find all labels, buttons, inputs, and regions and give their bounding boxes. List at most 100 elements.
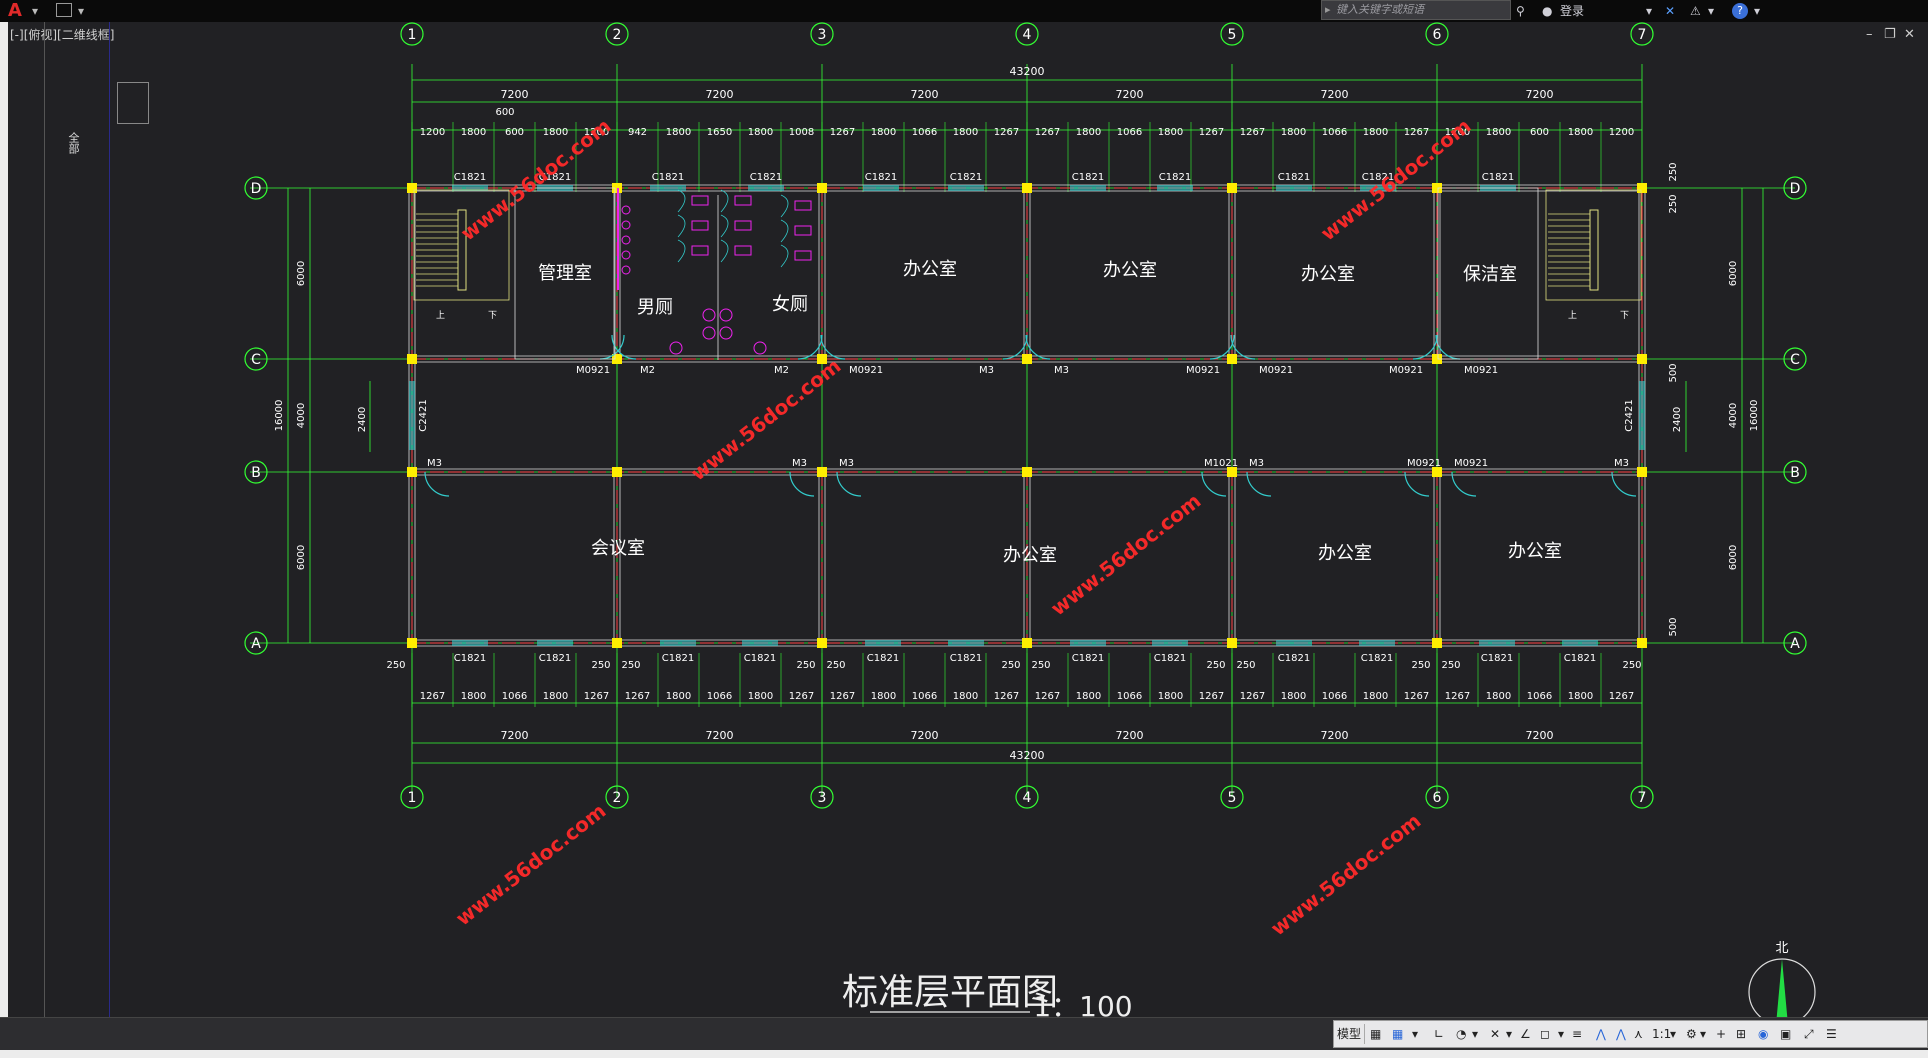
stall-door-arc — [720, 189, 729, 213]
window-tag-bottom: C1821 — [1278, 653, 1310, 664]
top-sub-dimension: 600 — [505, 127, 524, 138]
login-dropdown-icon[interactable]: ▾ — [1646, 4, 1653, 18]
lineweight-icon[interactable]: ≡ — [1572, 1027, 1583, 1041]
column-axis-bubble-bottom — [1015, 785, 1039, 809]
binoculars-icon[interactable]: ⚲ — [1516, 4, 1525, 18]
window-tag-top: C1821 — [1072, 172, 1104, 183]
bottom-bay-dimension: 7200 — [1321, 729, 1349, 742]
connect-icon[interactable]: ⚠ — [1690, 4, 1701, 18]
door-tag: M1021 — [1204, 458, 1238, 469]
exchange-icon[interactable]: ✕ — [1665, 4, 1676, 18]
top-bay-dimension: 7200 — [911, 88, 939, 101]
top-sub-dimension: 600 — [1530, 127, 1549, 138]
watermark-text: www.56doc.com — [1046, 489, 1205, 621]
annotation-scale-icon[interactable]: ⋏ — [1634, 1027, 1643, 1041]
urinal-fixture — [621, 250, 631, 260]
palette-tab-label[interactable]: 全部 — [67, 132, 80, 154]
autocad-logo-icon[interactable]: A — [8, 0, 22, 21]
door-tag: M2 — [774, 365, 789, 376]
structural-column — [1227, 354, 1237, 364]
side-window-right — [1639, 381, 1645, 450]
snap-dropdown-icon[interactable]: ▾ — [1412, 1027, 1419, 1041]
top-sub-dimension: 1800 — [871, 127, 896, 138]
osnap-track-icon[interactable]: ∠ — [1520, 1027, 1531, 1041]
top-sub-dimension: 1267 — [1035, 127, 1060, 138]
column-axis-bubble-bottom — [605, 785, 629, 809]
quick-access-dropdown-icon[interactable]: ▾ — [78, 4, 85, 18]
restore-icon[interactable]: ❐ — [1884, 27, 1896, 42]
bottom-sub-dimension: 1267 — [420, 691, 445, 702]
right-dim-top: 250 — [1668, 162, 1679, 181]
plus-icon[interactable]: + — [1716, 1027, 1727, 1041]
door-arc — [1246, 471, 1272, 497]
tool-palette[interactable]: 全部 — [44, 22, 149, 1017]
model-tab[interactable]: 模型 — [1334, 1024, 1365, 1044]
top-sub-dimension: 1066 — [912, 127, 937, 138]
help-icon[interactable]: ? — [1732, 3, 1748, 19]
user-icon[interactable]: ● — [1542, 4, 1553, 18]
door-arc — [1230, 334, 1256, 360]
left-dim-cb: 4000 — [296, 403, 307, 428]
north-arrow-icon — [1776, 959, 1788, 1017]
polar-icon[interactable]: ◔ — [1456, 1027, 1467, 1041]
bottom-sub-dimension: 1800 — [871, 691, 896, 702]
close-icon[interactable]: ✕ — [1904, 27, 1915, 42]
column-axis-bubble-bottom — [1220, 785, 1244, 809]
left-dim-ba: 6000 — [296, 545, 307, 570]
scale-dropdown[interactable]: 1:1 — [1652, 1027, 1672, 1041]
search-input[interactable]: 键入关键字或短语 — [1321, 0, 1511, 20]
bottom-sub-dimension: 1066 — [1117, 691, 1142, 702]
isodraft-icon[interactable]: ✕ — [1490, 1027, 1501, 1041]
window-mark — [1360, 185, 1396, 191]
units-icon[interactable]: ⊞ — [1736, 1027, 1747, 1041]
login-button[interactable]: 登录 — [1560, 4, 1585, 18]
bottom-bay-dimension: 7200 — [1116, 729, 1144, 742]
connect-dropdown-icon[interactable]: ▾ — [1708, 4, 1715, 18]
structural-column — [1022, 638, 1032, 648]
ortho-icon[interactable]: ∟ — [1434, 1027, 1445, 1041]
menu-dropdown-icon[interactable]: ▾ — [32, 4, 39, 18]
row-axis-bubble-right — [1783, 347, 1807, 371]
save-icon[interactable] — [56, 3, 72, 17]
window-mark — [742, 640, 778, 646]
door-tag: M2 — [640, 365, 655, 376]
viewport-controls[interactable]: [-][俯视][二维线框] — [10, 28, 115, 42]
bottom-sub-dimension: 1267 — [625, 691, 650, 702]
grid-icon[interactable]: ▦ — [1370, 1027, 1382, 1041]
scale-dropdown-icon[interactable]: ▾ — [1670, 1027, 1677, 1041]
window-tag-bottom: C1821 — [867, 653, 899, 664]
osnap-dropdown-icon[interactable]: ▾ — [1558, 1027, 1565, 1041]
minimize-icon[interactable]: – — [1866, 27, 1873, 42]
stair-up-label: 上 — [436, 310, 445, 321]
annotation-visibility-icon[interactable]: ⋀ — [1616, 1027, 1626, 1041]
structural-column — [1637, 638, 1647, 648]
window-tag-bottom: C1821 — [950, 653, 982, 664]
help-dropdown-icon[interactable]: ▾ — [1754, 4, 1761, 18]
osnap-icon[interactable]: ◻ — [1540, 1027, 1550, 1041]
annotation-icon[interactable]: ⋀ — [1596, 1027, 1606, 1041]
isolate-icon[interactable]: ◉ — [1758, 1027, 1769, 1041]
hardware-icon[interactable]: ▣ — [1780, 1027, 1792, 1041]
snap-icon[interactable]: ▦ — [1392, 1027, 1404, 1041]
customize-icon[interactable]: ☰ — [1826, 1027, 1837, 1041]
isodraft-dropdown-icon[interactable]: ▾ — [1506, 1027, 1513, 1041]
room-label: 办公室 — [1003, 545, 1057, 566]
palette-grip-icon[interactable] — [117, 82, 149, 124]
structural-column — [407, 354, 417, 364]
room-label: 办公室 — [1318, 543, 1372, 564]
window-tag-top: C1821 — [865, 172, 897, 183]
polar-dropdown-icon[interactable]: ▾ — [1472, 1027, 1479, 1041]
room-box-cleaning — [1437, 187, 1539, 360]
right-dim-mid: 500 — [1668, 363, 1679, 382]
top-sub-dimension: 1066 — [1322, 127, 1347, 138]
gear-icon[interactable]: ⚙ — [1686, 1027, 1697, 1041]
column-axis-bubble-top — [1425, 22, 1449, 46]
structural-column — [1432, 354, 1442, 364]
sink-fixture — [719, 308, 733, 322]
fullscreen-icon[interactable]: ⤢ — [1804, 1027, 1814, 1041]
row-axis-bubble-right — [1783, 176, 1807, 200]
door-arc — [1025, 334, 1051, 360]
gear-dropdown-icon[interactable]: ▾ — [1700, 1027, 1707, 1041]
window-tag-top: C1821 — [950, 172, 982, 183]
